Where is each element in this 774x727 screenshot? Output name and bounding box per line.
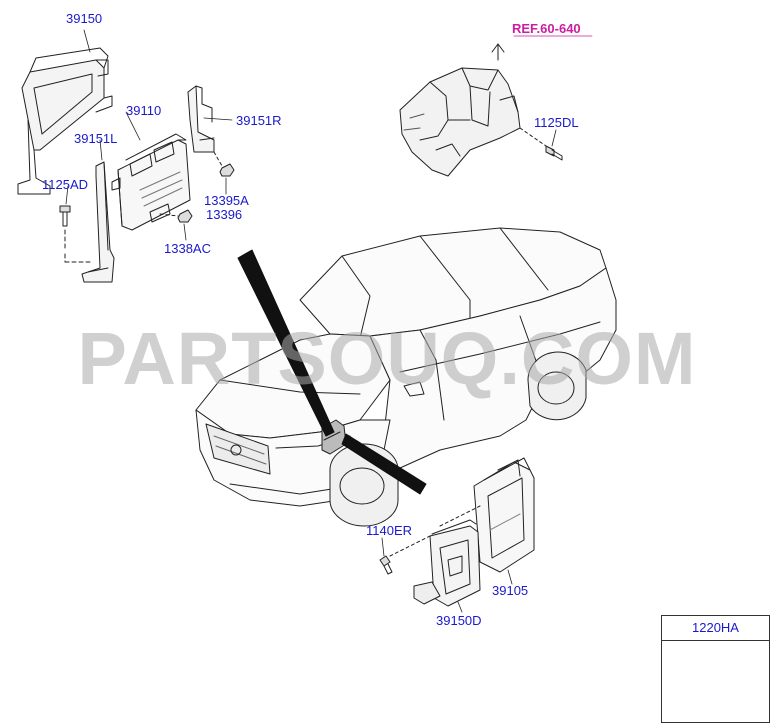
reference-label[interactable]: REF.60-640 xyxy=(512,21,581,36)
nut-1338AC xyxy=(159,209,193,223)
label-39150[interactable]: 39150 xyxy=(66,11,103,26)
bracket-39151R xyxy=(187,85,215,153)
bracket-39151L xyxy=(81,161,115,283)
label-39105[interactable]: 39105 xyxy=(492,583,529,598)
watermark: PARTSOUQ.COM xyxy=(77,317,697,400)
label-1125DL[interactable]: 1125DL xyxy=(534,115,579,130)
leader-wedge-upper xyxy=(237,249,335,437)
label-1140ER[interactable]: 1140ER xyxy=(366,523,413,538)
ecu-module-39110 xyxy=(111,133,191,231)
bolt-1125DL xyxy=(519,127,563,161)
engine-compartment-ref xyxy=(399,43,521,177)
label-39110[interactable]: 39110 xyxy=(126,103,162,118)
label-13396[interactable]: 13396 xyxy=(206,207,243,222)
label-13395A[interactable]: 13395A xyxy=(204,193,249,208)
bolt-1140ER xyxy=(379,505,481,575)
car-illustration xyxy=(195,227,617,527)
ecu-module-39105 xyxy=(473,457,535,573)
label-1125AD[interactable]: 1125AD xyxy=(42,177,89,192)
label-39150D[interactable]: 39150D xyxy=(436,613,482,628)
bolt-1125AD xyxy=(59,205,91,263)
ecu-bracket-39150 xyxy=(17,47,113,195)
leader-lines xyxy=(65,29,593,613)
legend-part-label[interactable]: 1220HA xyxy=(662,616,769,641)
label-1338AC[interactable]: 1338AC xyxy=(164,241,211,256)
bracket-39150D xyxy=(413,519,481,607)
label-39151L[interactable]: 39151L xyxy=(74,131,118,146)
leader-wedge-lower xyxy=(341,433,427,495)
legend-box: 1220HA xyxy=(661,615,770,723)
nut-13395A xyxy=(213,151,235,177)
label-39151R[interactable]: 39151R xyxy=(236,113,282,128)
